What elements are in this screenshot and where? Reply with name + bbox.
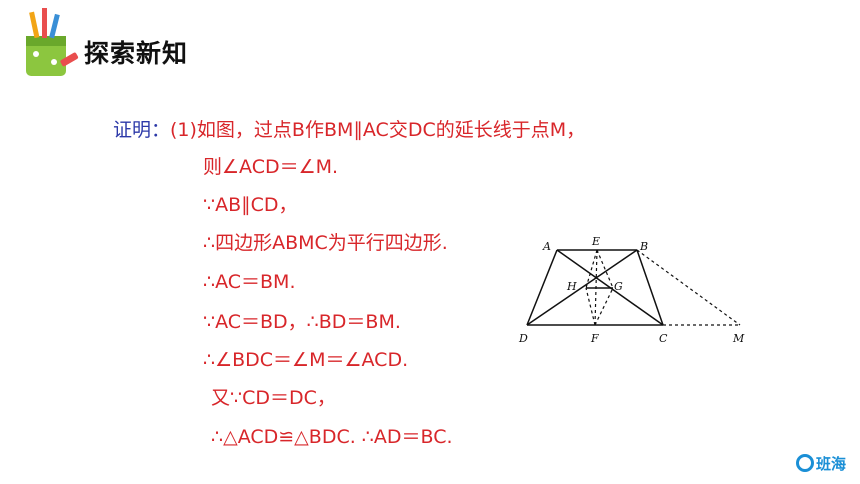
segment-bc — [636, 249, 664, 326]
point-label-e: E — [591, 235, 600, 248]
brand-name: 班海 — [815, 455, 846, 473]
point-label-m: M — [732, 332, 745, 345]
brand-ring-icon — [795, 454, 814, 472]
segment-ad — [526, 249, 558, 326]
segment-eh — [585, 249, 598, 289]
segment-fh — [585, 287, 596, 326]
point-label-a: A — [542, 240, 551, 253]
brand-logo: 班海 — [795, 453, 846, 474]
proof-line-4: ∴四边形ABMC为平行四边形. — [203, 232, 448, 254]
proof-line-2: 则∠ACD＝∠M. — [203, 156, 339, 178]
proof-line-9: ∴△ACD≌△BDC. ∴AD＝BC. — [211, 426, 453, 448]
pencil-cup-icon — [26, 8, 79, 76]
segment-bd — [526, 249, 638, 326]
proof-line-6: ∵AC＝BD，∴BD＝BM. — [203, 311, 401, 333]
segment-bm — [636, 249, 741, 326]
geometry-figure: A E B H G D F C M — [518, 235, 745, 345]
segment-ef — [594, 249, 598, 326]
point-label-f: F — [590, 332, 599, 345]
point-label-g: G — [614, 280, 623, 293]
point-label-c: C — [659, 332, 668, 345]
point-label-d: D — [518, 332, 528, 345]
proof-label: 证明： — [113, 119, 171, 141]
proof-line-text: (1)如图，过点B作BM∥AC交DC的延长线于点M， — [170, 119, 586, 141]
page-title: 探索新知 — [84, 39, 189, 68]
proof-line-1: 证明：(1)如图，过点B作BM∥AC交DC的延长线于点M， — [113, 118, 585, 142]
proof-line-3: ∵AB∥CD， — [203, 194, 298, 216]
header-bar: 探索新知 — [0, 0, 860, 92]
point-label-b: B — [639, 240, 648, 253]
segment-fg — [594, 287, 614, 326]
proof-line-8: 又∵CD＝DC， — [211, 387, 336, 409]
segment-eg — [596, 249, 614, 289]
proof-line-5: ∴AC＝BM. — [203, 271, 296, 293]
proof-line-7: ∴∠BDC＝∠M＝∠ACD. — [203, 349, 409, 371]
point-label-h: H — [566, 280, 577, 293]
